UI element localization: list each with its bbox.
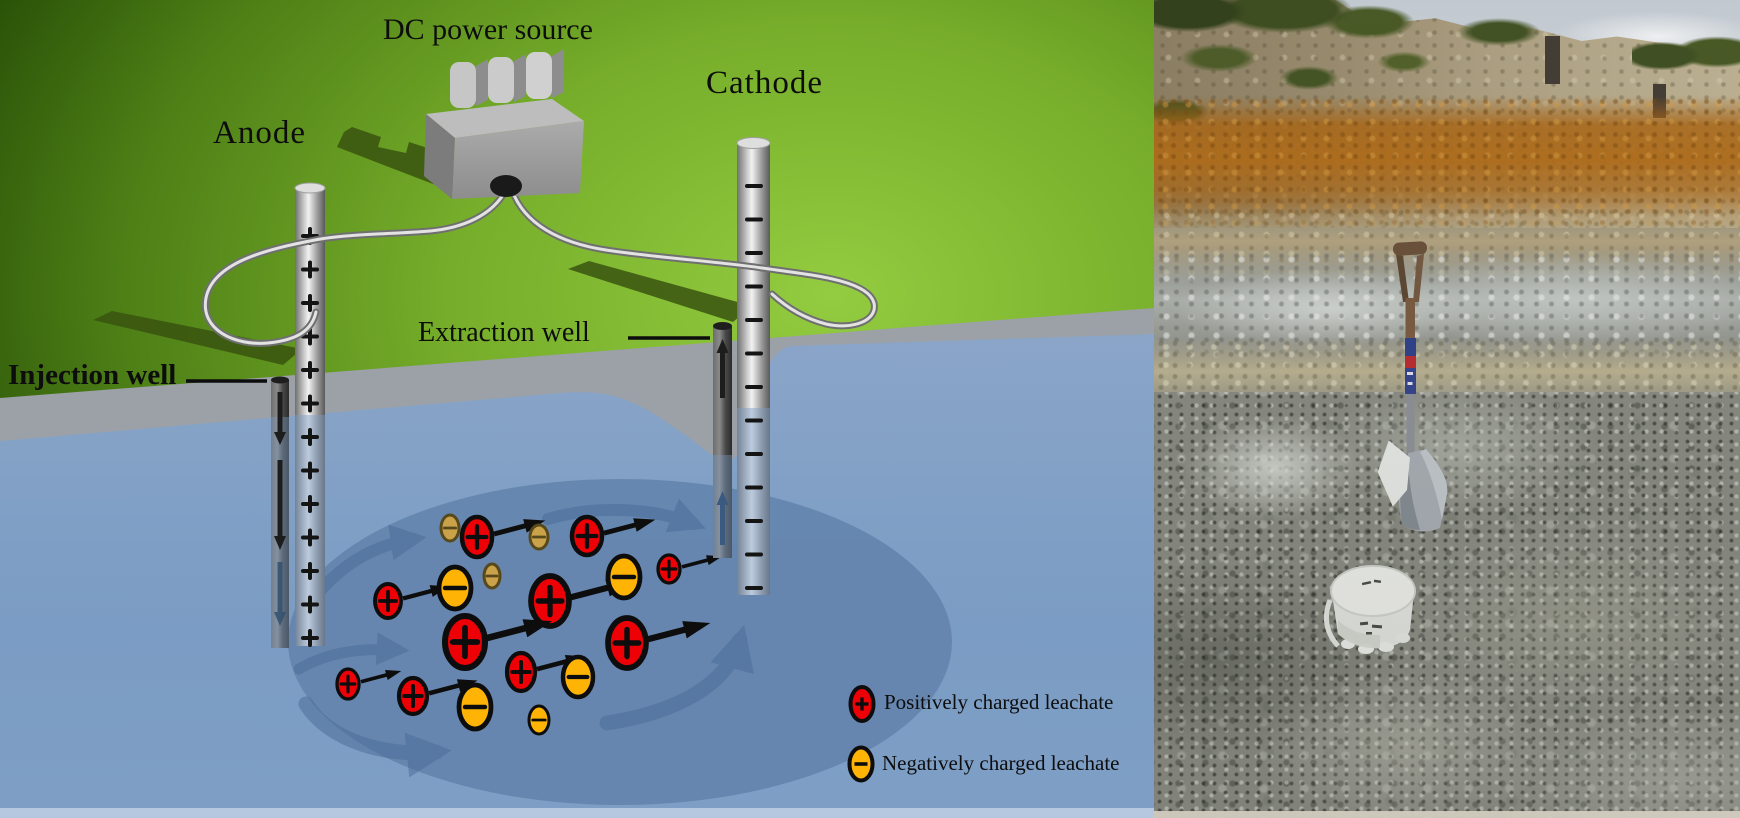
dc-power-source-box <box>424 49 584 199</box>
shovel-shaft-metal <box>1406 394 1415 456</box>
shovel-sticker-top <box>1405 338 1416 356</box>
migration-arrow <box>633 518 656 532</box>
photo-ground-patches <box>1154 356 1740 818</box>
shovel <box>1393 241 1448 532</box>
wire-cathode-highlight <box>510 188 876 328</box>
diagram-canvas <box>0 0 1154 818</box>
flow-arrow <box>542 498 706 533</box>
negative-leachate-icon <box>847 745 875 783</box>
label-cathode: Cathode <box>706 65 823 101</box>
flow-arrow <box>293 632 410 675</box>
wire-port <box>490 175 522 197</box>
injection-down-arrow-deep <box>274 562 286 626</box>
photo-steel-post-1 <box>1545 36 1560 84</box>
heat-sink-fins <box>450 49 564 108</box>
cathode-minus-marks <box>745 184 763 590</box>
power-wires <box>201 186 878 347</box>
shovel-grip <box>1393 241 1428 256</box>
legend-positive-label: Positively charged leachate <box>884 690 1114 714</box>
electrokinetics-diagram: DC power source Anode Cathode Extraction… <box>0 0 1154 818</box>
cathode-shadow <box>568 261 752 322</box>
bucket-markings <box>1359 579 1383 635</box>
positive-leachate-icon <box>848 685 876 723</box>
flow-arrow <box>599 624 754 731</box>
label-extraction-well: Extraction well <box>418 317 590 348</box>
extraction-up-arrow-deep <box>716 491 729 545</box>
bucket-lid <box>1324 565 1416 654</box>
injection-down-arrows <box>274 392 286 550</box>
water-bottom-strip <box>0 808 1154 818</box>
label-injection-well: Injection well <box>8 359 177 391</box>
leachate-particles <box>335 513 723 736</box>
photo-bottom-edge <box>1154 811 1740 818</box>
migration-arrow <box>522 619 553 638</box>
cathode-electrode <box>736 137 771 595</box>
label-anode: Anode <box>213 115 306 151</box>
injection-well <box>271 376 289 648</box>
label-dc-power-source: DC power source <box>383 13 593 46</box>
shovel-shaft-wood <box>1405 298 1415 340</box>
migration-arrow <box>385 670 402 680</box>
shovel-sticker-bottom <box>1405 368 1416 394</box>
flow-arrows <box>293 498 754 778</box>
field-photo <box>1154 0 1740 818</box>
migration-arrow <box>682 621 711 639</box>
legend-negative-label: Negatively charged leachate <box>882 751 1120 775</box>
anode-shadow <box>93 311 302 365</box>
wire-anode-highlight <box>203 188 508 345</box>
photo-trees <box>1632 34 1740 76</box>
extraction-up-arrow <box>716 339 729 398</box>
flow-arrow <box>298 696 452 778</box>
bucket-handle <box>1324 599 1340 648</box>
extraction-well <box>713 322 732 558</box>
shovel-sticker-red <box>1405 356 1416 368</box>
